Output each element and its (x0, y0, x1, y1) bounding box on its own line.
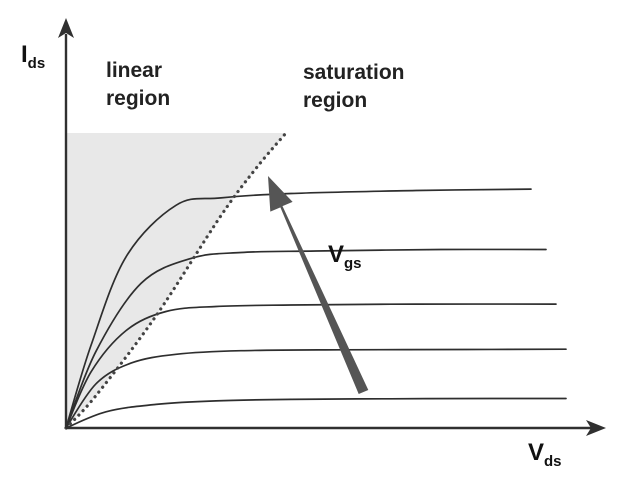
iv-curve-5 (65, 188, 532, 429)
linear-region-shading (66, 133, 286, 428)
vgs-label: Vgs (328, 241, 362, 272)
linear-region-label-line1: linear (106, 59, 162, 82)
saturation-region-label-line2: region (303, 89, 367, 112)
vgs-increase-arrow (268, 176, 369, 394)
y-axis-label-sub: ds (28, 55, 46, 72)
saturation-region-label-line1: saturation (303, 61, 405, 84)
x-axis-label: Vds (528, 439, 562, 470)
y-axis-label: Ids (21, 41, 45, 72)
iv-curves (65, 188, 567, 429)
y-axis-arrowhead (58, 18, 74, 38)
linear-saturation-boundary (64, 131, 288, 430)
y-axis-label-main: I (21, 41, 28, 68)
x-axis-arrowhead (586, 420, 606, 436)
iv-curve-1 (65, 397, 567, 429)
vgs-label-sub: gs (344, 255, 362, 272)
x-axis-label-sub: ds (544, 453, 562, 470)
iv-curve-4 (65, 248, 547, 429)
x-axis-label-main: V (528, 439, 544, 466)
vgs-label-main: V (328, 241, 344, 268)
iv-curve-2 (65, 348, 567, 429)
iv-curve-3 (65, 303, 557, 429)
linear-region-label-line2: region (106, 87, 170, 110)
